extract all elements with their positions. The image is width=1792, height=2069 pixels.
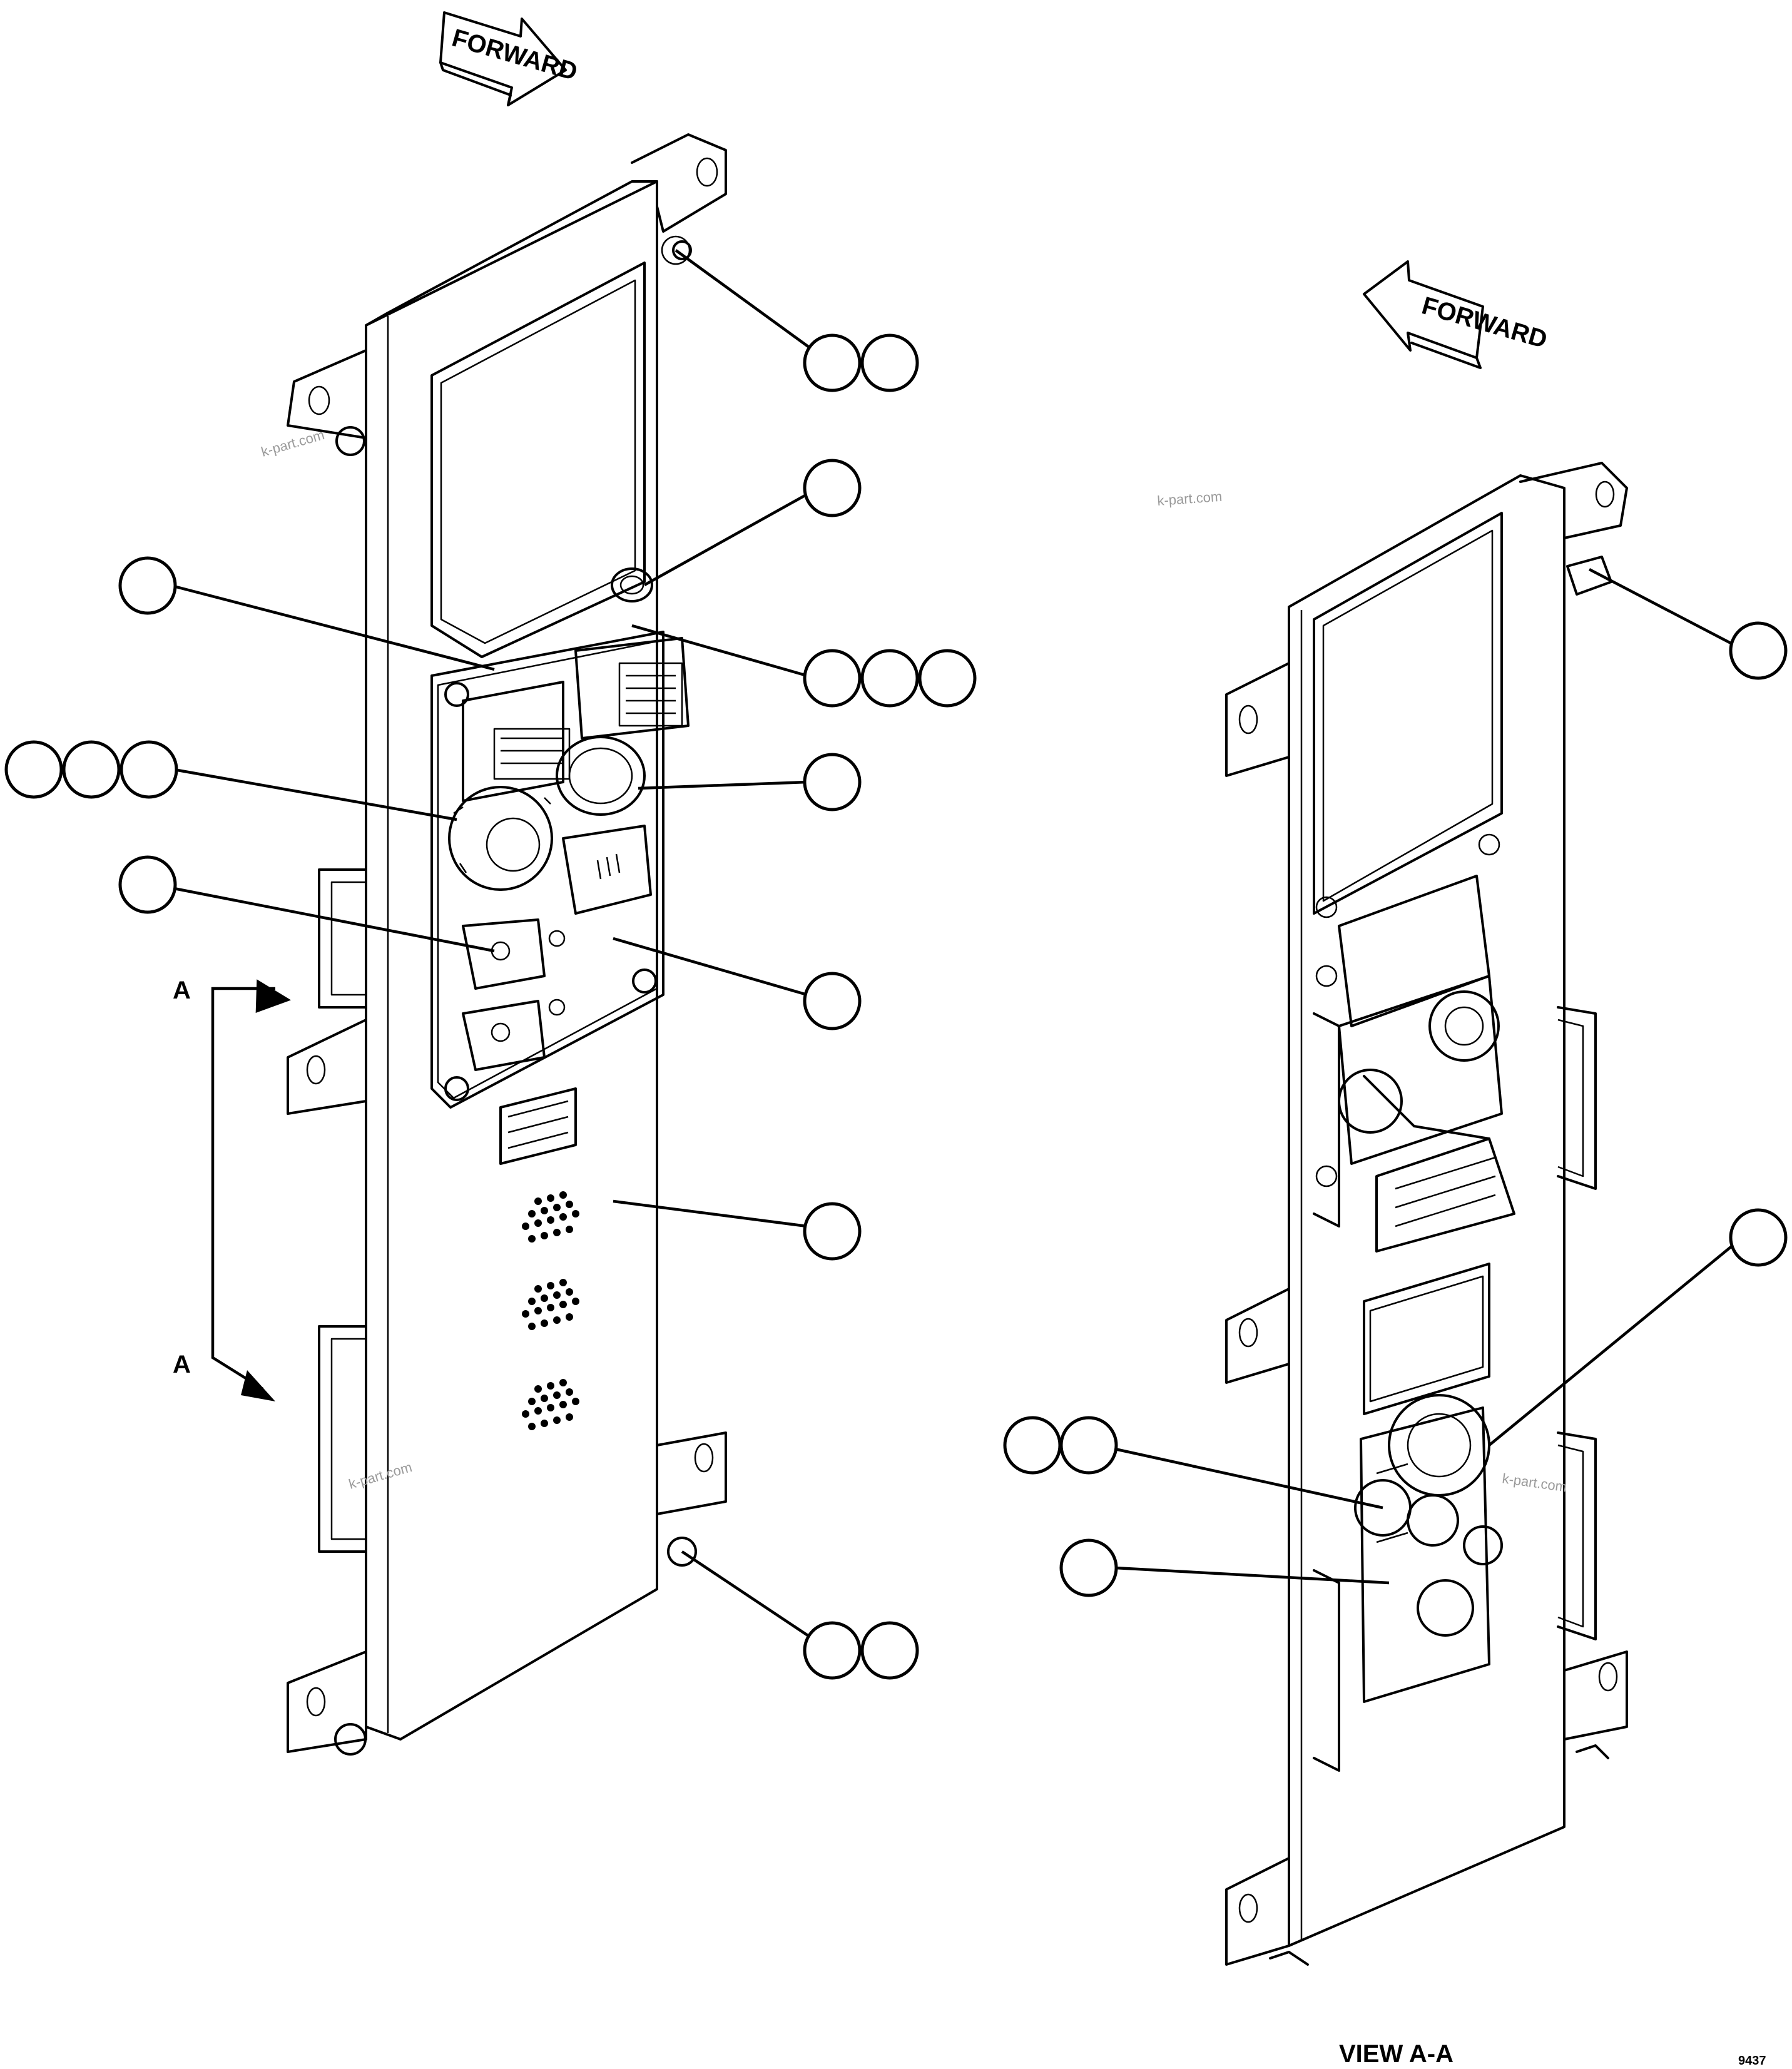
callout-wire [1729, 1208, 1788, 1267]
watermark-3: k-part.com [347, 1459, 414, 1492]
callout-bolt-pair-a [1003, 1416, 1062, 1475]
speaker-grille-3 [522, 1379, 579, 1430]
callout-bottom-pair-a [803, 1621, 862, 1680]
callout-bottom-pair-b [860, 1621, 919, 1680]
view-caption: VIEW A-A [1339, 2040, 1453, 2068]
callout-panel [118, 556, 177, 615]
callout-bolt-pair-b [1059, 1416, 1118, 1475]
figure-code: 9437 [1738, 2054, 1766, 2068]
callout-top-right-pair-a [803, 333, 862, 392]
callout-plate [803, 1202, 862, 1261]
left-mounting-plate [287, 133, 727, 1756]
watermark-1: k-part.com [259, 427, 326, 460]
forward-arrow-left: FORWARD [439, 11, 581, 106]
right-mounting-plate [1225, 462, 1628, 1966]
callout-rotary-triple-c [120, 740, 178, 799]
callout-rotary-triple-b [62, 740, 121, 799]
right-wiring-cluster [1315, 833, 1515, 1253]
callout-connector-triple-a [803, 649, 862, 708]
callout-rotary-triple-a [4, 740, 63, 799]
callout-receptacle-plate [1059, 1538, 1118, 1597]
section-marker-top: A [173, 977, 191, 1004]
callout-grommet [803, 459, 862, 517]
forward-arrow-right: FORWARD [1363, 260, 1550, 369]
callout-top-right-pair-b [860, 333, 919, 392]
left-lower-plate [499, 1087, 579, 1430]
speaker-grille-2 [522, 1279, 579, 1330]
section-line-a-a: A A [173, 977, 292, 1401]
watermark-2: k-part.com [1157, 489, 1223, 509]
callout-connector-triple-b [860, 649, 919, 708]
section-marker-bottom: A [173, 1351, 191, 1378]
watermark-4: k-part.com [1501, 1470, 1567, 1495]
speaker-grille-1 [522, 1191, 579, 1243]
right-callouts [1003, 568, 1788, 1597]
right-receptacle-plate [1354, 1263, 1503, 1703]
left-control-panel [430, 631, 690, 1109]
callout-knob [803, 753, 862, 811]
callout-panel-lower [803, 972, 862, 1030]
left-callouts [4, 249, 977, 1680]
callout-clip [1729, 621, 1788, 680]
callout-connector-triple-c [918, 649, 977, 708]
callout-switch [118, 855, 177, 914]
